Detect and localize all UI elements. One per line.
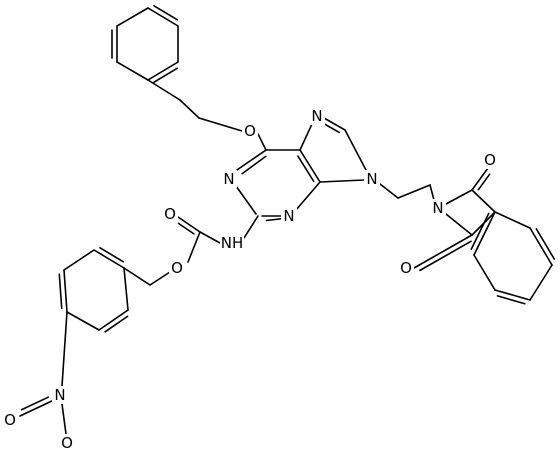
atom-label-bg — [52, 386, 68, 404]
atom-label-n-phthalimide: N — [432, 199, 443, 217]
nh-carbonyl-bond — [199, 231, 221, 244]
ch2-ring-bond — [123, 267, 151, 286]
benzyl-ring-double — [153, 67, 178, 84]
purine-double — [241, 155, 267, 175]
imide-bond — [445, 213, 473, 236]
benzyl-o-bond — [198, 117, 243, 132]
carbonyl-bond — [471, 167, 489, 191]
nitrobenzyl-ring-bond — [63, 249, 95, 271]
atom-label-bg — [309, 107, 325, 125]
atom-label-bg — [220, 234, 244, 252]
atom-label-o-nitro-left: O — [4, 411, 16, 429]
atom-label-bg — [162, 205, 178, 223]
phthalimide-benzo-bond — [494, 289, 531, 301]
imide-bond — [471, 189, 496, 213]
nitrobenzyl-ring-double — [99, 246, 124, 263]
atom-label-n9: N — [366, 170, 377, 188]
atom-label-bg — [482, 151, 498, 169]
atom-label-bg — [430, 199, 446, 217]
phthalimide-benzo-double — [535, 228, 556, 260]
phthalimide-benzo-bond — [494, 211, 531, 229]
nitrobenzyl-ring-bond — [63, 269, 68, 313]
ethyl-bond — [379, 183, 399, 199]
atom-label-n3: N — [283, 207, 294, 225]
benzyl-ring-double — [153, 4, 178, 21]
benzyl-ring-bond — [116, 61, 149, 81]
atom-label-o-nitro-bottom: O — [61, 434, 73, 452]
atom-label-n1: N — [223, 170, 234, 188]
imidazole-double — [324, 123, 340, 134]
atom-label-bg — [2, 411, 18, 429]
atom-label-bg — [398, 259, 414, 277]
c-o-ester-bond — [187, 231, 201, 263]
atom-label-bg — [242, 122, 258, 140]
benzyl-ring-bond — [116, 7, 149, 27]
atom-label-o-phthalimide-bottom: O — [400, 259, 412, 277]
ring-nitro-bond — [61, 311, 68, 387]
benzyl-ch2-bond — [147, 79, 181, 101]
phthalimide-benzo-double — [496, 295, 526, 305]
purine-double — [297, 155, 315, 183]
imidazole-bond — [323, 117, 346, 131]
atom-label-bg — [59, 434, 75, 452]
benzyl-ring-bond — [147, 61, 179, 81]
o-c6-bond — [257, 133, 267, 151]
nitrobenzyl-ring-bond — [93, 249, 125, 269]
o-ch2-bond — [149, 271, 171, 286]
atom-label-o-benzyl: O — [244, 122, 256, 140]
atom-label-bg — [364, 170, 380, 188]
nitrobenzyl-ring-double — [58, 273, 63, 310]
nitrobenzyl-ring-bond — [66, 311, 100, 331]
purine-bond — [299, 149, 321, 183]
imide-bond — [445, 189, 473, 205]
atom-label-bg — [221, 170, 237, 188]
c2-nh-bond — [243, 215, 259, 239]
phthalimide-benzo-bond — [473, 254, 496, 291]
carbonyl-double — [477, 173, 491, 191]
imidazole-bond — [319, 179, 365, 183]
atom-label-n-nitro: N — [54, 386, 65, 404]
nitrobenzyl-ring-bond — [98, 309, 129, 331]
bond-layer — [19, 4, 556, 435]
nitrobenzyl-ring-double — [104, 315, 129, 333]
phthalimide-benzo-bond — [529, 227, 553, 266]
benzyl-ch2-bond — [179, 99, 200, 119]
carbonyl-bond — [177, 216, 201, 233]
atom-label-n7: N — [311, 107, 322, 125]
imidazole-bond — [344, 129, 367, 171]
atom-label-nh-carbamate: NH — [221, 234, 244, 252]
phthalimide-benzo-double — [470, 212, 490, 251]
carbamate-double — [177, 222, 195, 235]
atom-label-bg — [281, 207, 297, 225]
atom-label-o-ester: O — [171, 259, 183, 277]
ethyl-bond — [429, 184, 435, 201]
nitro-o-bond — [19, 399, 55, 417]
atom-label-o-phthalimide-top: O — [484, 151, 496, 169]
imidazole-bond — [299, 123, 313, 151]
nitro-o-bond — [61, 403, 67, 435]
nitro-double — [20, 396, 50, 411]
phthalimide-benzo-bond — [529, 264, 553, 301]
purine-bond — [235, 185, 257, 215]
phthalimide-benzo-bond — [473, 211, 496, 256]
atom-label-o-carbonyl-carbamate: O — [164, 205, 176, 223]
purine-bond — [233, 149, 267, 173]
nitrobenzyl-ring-bond — [123, 267, 129, 311]
purine-bond — [295, 181, 321, 211]
carbonyl-double — [419, 240, 472, 272]
benzyl-ring-bond — [147, 7, 179, 27]
carbonyl-bond — [413, 234, 473, 269]
ethyl-bond — [397, 184, 431, 199]
atom-label-bg — [169, 259, 185, 277]
atom-label-layer: O N N N N O NH O O N O N O — [2, 107, 498, 452]
